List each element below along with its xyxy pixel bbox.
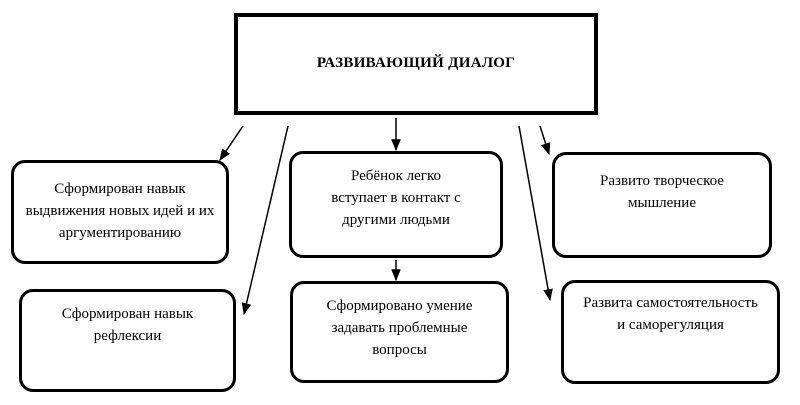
node-contact-text: Ребёнок легко вступает в контакт с други…	[331, 168, 461, 228]
node-skill-reflection: Сформирован навык рефлексии	[19, 289, 236, 392]
title-box: РАЗВИВАЮЩИЙ ДИАЛОГ	[234, 13, 598, 115]
title-text: РАЗВИВАЮЩИЙ ДИАЛОГ	[316, 55, 516, 72]
arrow-to-skill-reflection	[241, 125, 289, 316]
node-creative: Развито творческое мышление	[552, 152, 772, 258]
node-skill-ideas: Сформирован навык выдвижения новых идей …	[11, 160, 229, 264]
node-skill-ideas-text: Сформирован навык выдвижения новых идей …	[25, 181, 215, 241]
node-contact: Ребёнок легко вступает в контакт с други…	[289, 151, 503, 258]
node-independence-text: Развита самостоятельность и саморегуляци…	[583, 295, 758, 333]
arrow-to-independence	[518, 125, 553, 302]
node-questions: Сформировано умение задавать проблемные …	[290, 281, 509, 383]
node-skill-reflection-text: Сформирован навык рефлексии	[61, 306, 194, 344]
node-creative-text: Развито творческое мышление	[600, 173, 724, 211]
node-independence: Развита самостоятельность и саморегуляци…	[561, 280, 780, 384]
arrow-to-skill-ideas	[219, 125, 244, 161]
arrow-to-creative	[539, 125, 551, 156]
node-questions-text: Сформировано умение задавать проблемные …	[326, 298, 473, 358]
